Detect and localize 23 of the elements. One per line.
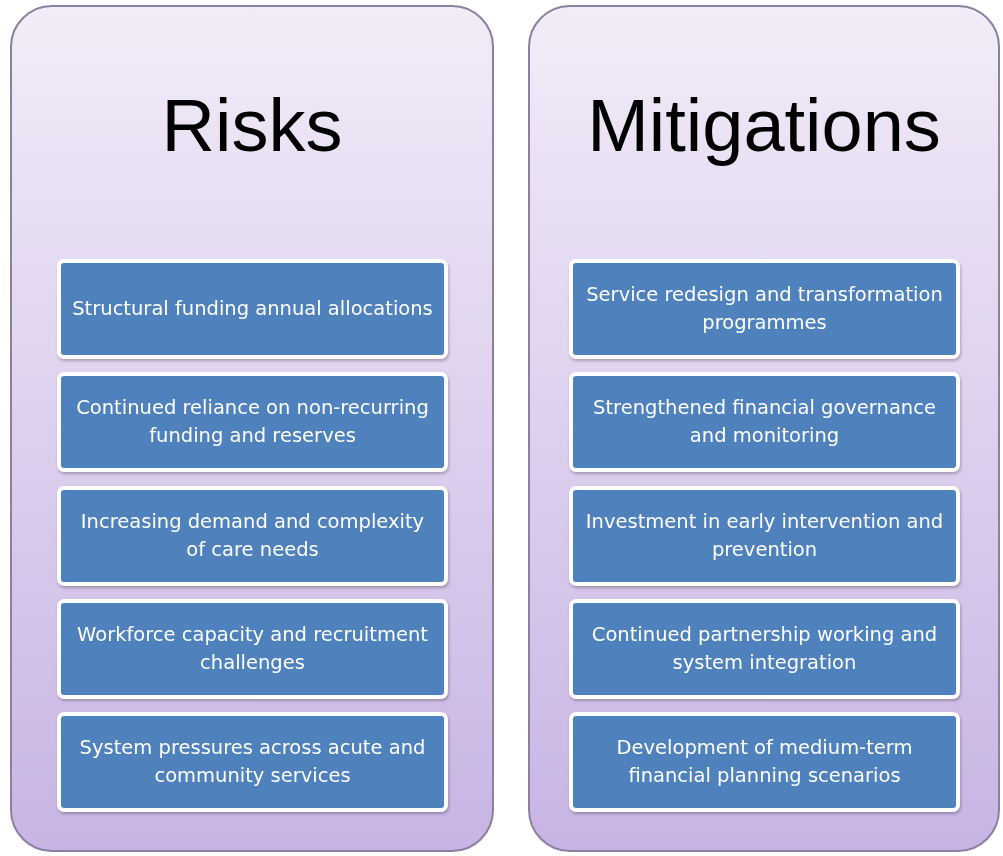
item-box — [57, 712, 448, 813]
item-text: Structural funding annual allocations — [71, 296, 434, 322]
item-text: Continued partnership working and system integration — [590, 621, 939, 676]
item-text: System pressures across acute and community services — [78, 735, 427, 790]
item-box — [569, 259, 960, 359]
column-heading: Risks — [160, 89, 344, 163]
item-box — [57, 372, 448, 473]
item-box — [57, 485, 448, 586]
item-text: Investment in early intervention and prevention — [584, 508, 945, 563]
item-text: Continued reliance on non-recurring funding and reserves — [75, 395, 430, 450]
item-text: Increasing demand and complexity of care needs — [79, 508, 426, 563]
column-panel — [10, 5, 494, 852]
item-box — [57, 598, 448, 699]
item-box — [569, 485, 960, 586]
item-text: Strengthened financial governance and monitoring — [592, 395, 937, 450]
item-box — [569, 712, 960, 813]
item-box — [569, 598, 960, 699]
item-text: Workforce capacity and recruitment challenges — [76, 621, 429, 676]
item-box — [57, 259, 448, 359]
item-box — [569, 372, 960, 473]
item-text: Service redesign and transformation programmes — [585, 282, 944, 336]
column-panel — [528, 5, 1000, 852]
item-text: Development of medium-term financial planning scenarios — [615, 735, 914, 790]
